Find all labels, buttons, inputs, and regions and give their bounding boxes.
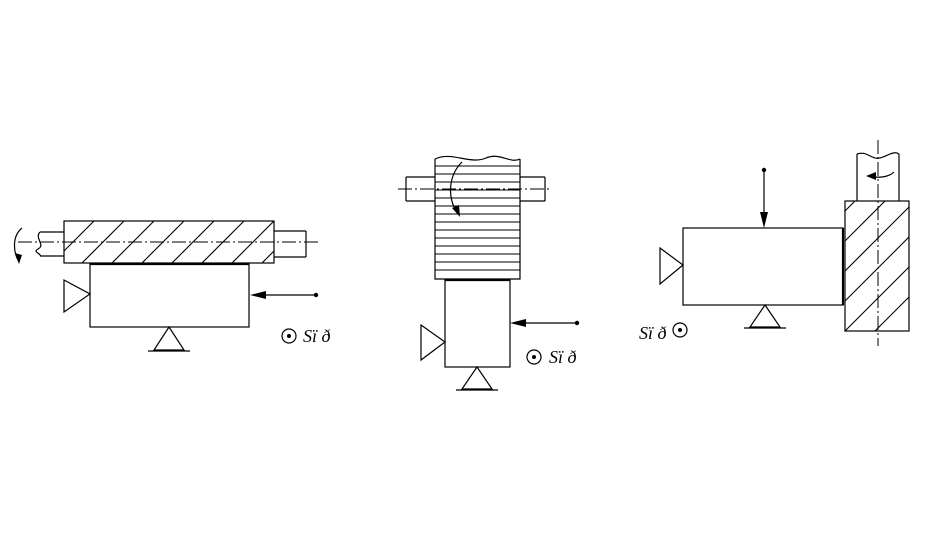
left-rotation-arrow-icon [13,227,23,264]
middle-feed-symbol-icon [526,349,542,365]
right-grinding-wheel [844,200,910,332]
left-feed-symbol-icon [281,328,297,344]
left-feed-label: Sï ð [303,326,331,346]
left-workpiece [89,262,250,328]
right-shaft [856,140,900,346]
right-feed-label: Sï ð [639,323,667,343]
middle-rotation-arrow-icon [450,161,463,217]
middle-workpiece [444,278,511,368]
middle-support-icon [456,365,498,391]
right-workpiece [682,227,845,306]
middle-side-locator-icon [420,323,447,362]
left-side-locator-icon [63,278,92,314]
middle-threaded-wheel [434,155,521,280]
right-scheme: Sï ð [639,140,910,346]
right-rotation-arrow-icon [866,171,895,180]
left-support-icon [148,325,190,352]
left-shaft [18,230,318,258]
left-scheme: Sï ð [13,220,331,352]
middle-scheme: Sï ð [398,155,580,391]
left-radial-feed-arrow-icon [250,291,319,299]
middle-feed-label: Sï ð [549,347,577,367]
middle-shaft [398,176,552,202]
right-support-icon [744,303,786,329]
middle-radial-feed-arrow-icon [510,319,580,327]
right-side-locator-icon [659,246,684,286]
right-feed-symbol-icon [672,322,688,338]
right-axial-feed-arrow-icon [760,167,768,228]
